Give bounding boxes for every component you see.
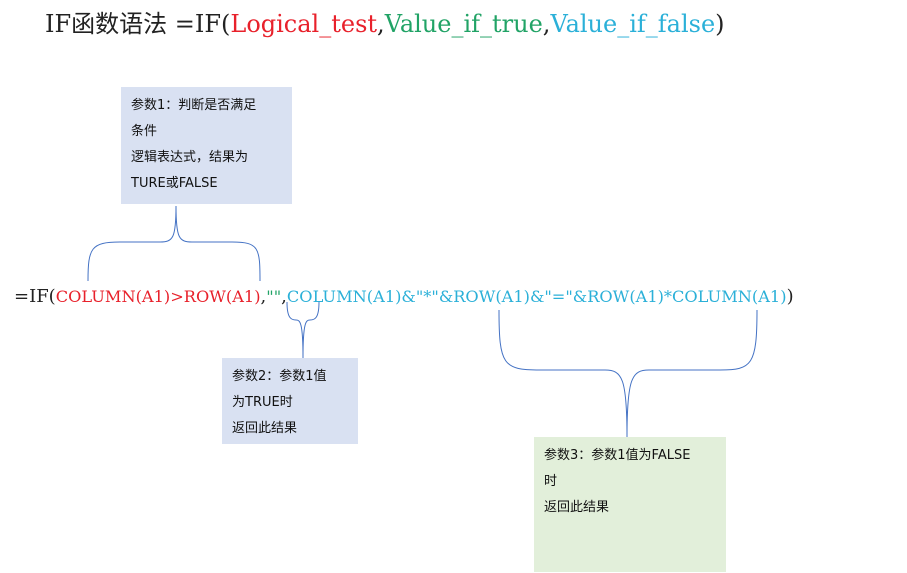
callout-line: 时 [544, 474, 558, 489]
formula-arg1: COLUMN(A1)>ROW(A1) [55, 287, 261, 306]
syntax-sep2: , [542, 10, 551, 38]
formula-arg3: COLUMN(A1)&"*"&ROW(A1)&"="&ROW(A1)*COLUM… [286, 287, 787, 306]
callout-line: 逻辑表达式，结果为 [131, 150, 249, 165]
callout-line: TURE或FALSE [131, 176, 218, 191]
callout-line: 为TRUE时 [232, 395, 293, 410]
syntax-suffix: ) [715, 10, 725, 38]
syntax-prefix: IF函数语法 =IF( [45, 10, 231, 38]
callout-line: 条件 [131, 124, 158, 139]
formula-sep2: , [281, 286, 287, 307]
formula-suffix: ) [786, 286, 794, 307]
syntax-line: IF函数语法 =IF(Logical_test,Value_if_true,Va… [45, 8, 725, 40]
callout-param3: 参数3：参数1值为FALSE 时 返回此结果 [534, 437, 726, 572]
brace-param3 [498, 309, 758, 438]
callout-param2: 参数2：参数1值 为TRUE时 返回此结果 [222, 358, 358, 444]
formula-sep1: , [260, 286, 267, 307]
formula-prefix: =IF( [14, 286, 56, 307]
callout-line: 参数3：参数1值为FALSE [544, 448, 691, 463]
example-formula: =IF(COLUMN(A1)>ROW(A1),"",COLUMN(A1)&"*"… [14, 284, 794, 310]
callout-line: 参数1：判断是否满足 [131, 98, 257, 113]
syntax-arg3: Value_if_false [550, 10, 716, 38]
brace-param1 [87, 205, 261, 282]
syntax-sep1: , [377, 10, 385, 38]
callout-line: 返回此结果 [544, 500, 610, 515]
callout-line: 返回此结果 [232, 421, 298, 436]
callout-param1: 参数1：判断是否满足 条件 逻辑表达式，结果为 TURE或FALSE [121, 87, 292, 204]
syntax-arg2: Value_if_true [384, 10, 543, 38]
formula-arg2: "" [266, 287, 282, 306]
callout-line: 参数2：参数1值 [232, 369, 327, 384]
brace-param2 [286, 301, 320, 359]
syntax-arg1: Logical_test [230, 10, 378, 38]
